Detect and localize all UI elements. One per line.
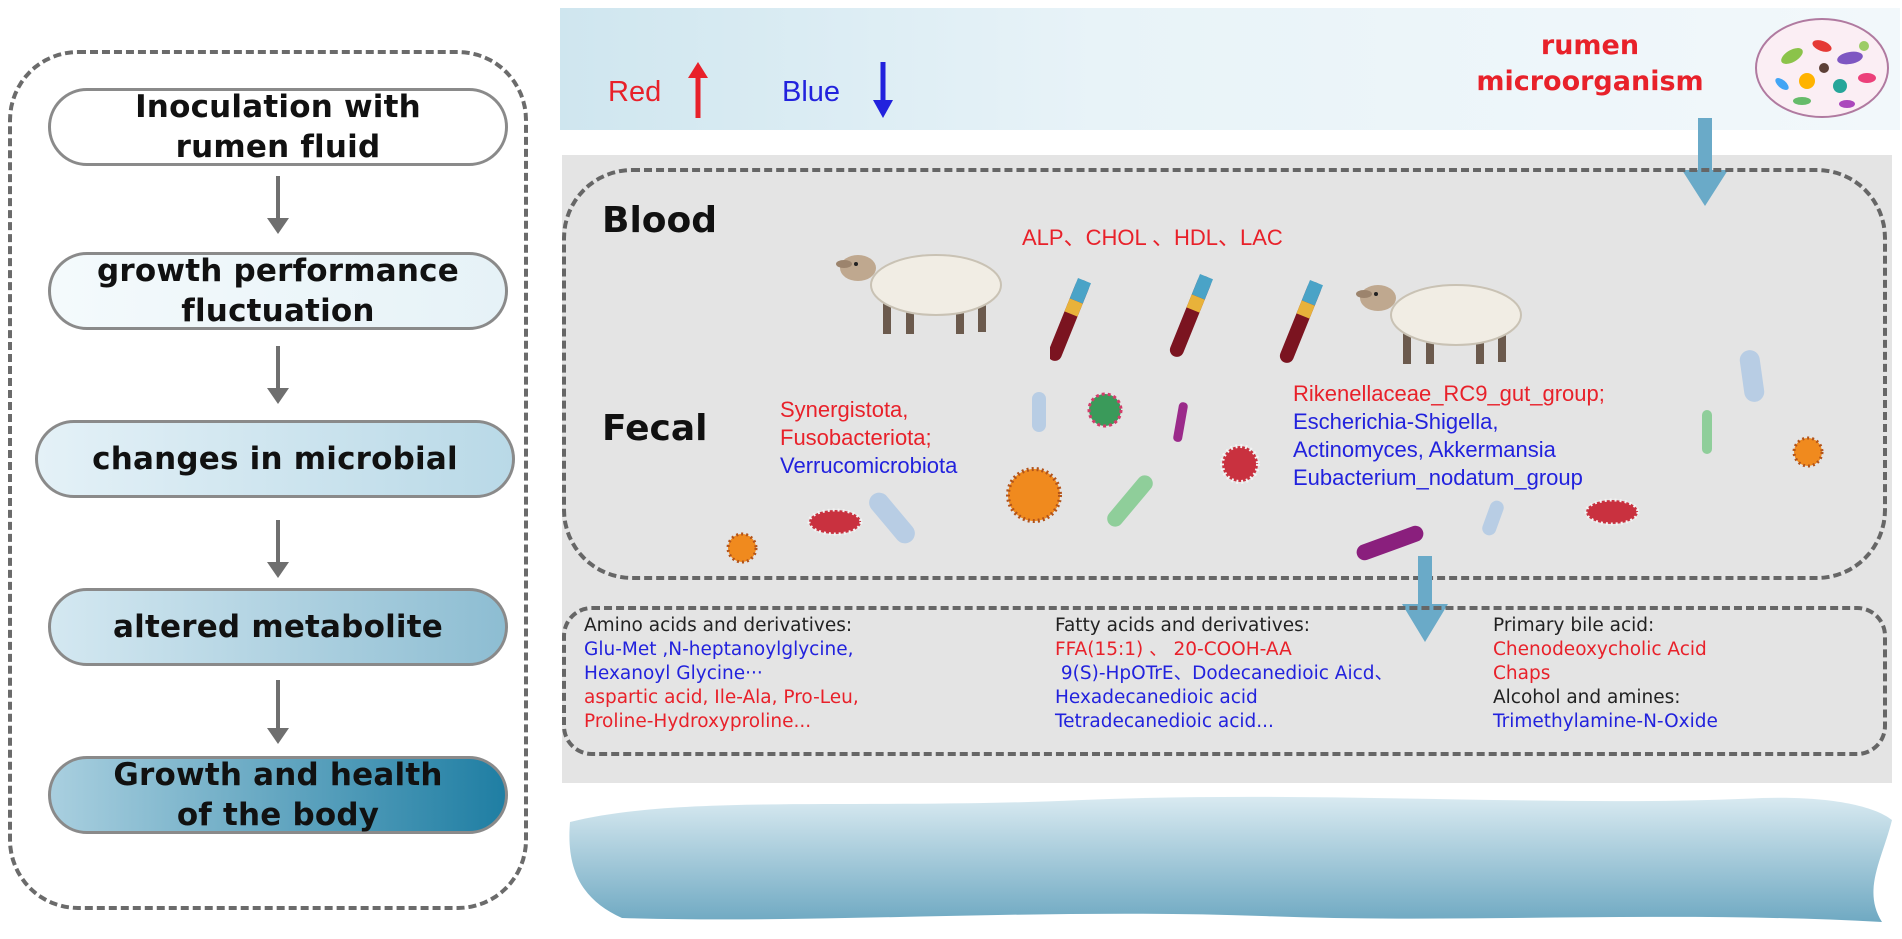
metabolites-amino: Amino acids and derivatives: Glu-Met ,N-… [584,614,1004,734]
brush-stroke-decoration [569,796,1892,922]
step-growth-health-line2: of the body [176,797,380,833]
source-line2: microorganism [1476,66,1704,97]
metabolite-arrow-icon [1402,556,1448,642]
metabolites-bile: Primary bile acid: Chenodeoxycholic Acid… [1493,614,1873,734]
fatty-blue-1: 9(S)-HpOTrE、Dodecanedioic Aicd、 [1055,663,1394,684]
flow-arrow-1 [267,176,289,234]
bacteria-icons [726,350,1824,564]
taxon-rikenellaceae: Rikenellaceae_RC9_gut_group; [1293,381,1605,406]
taxon-synergistota: Synergistota, [780,397,909,422]
step-inoculation-line2: rumen fluid [175,129,381,165]
amino-blue-1: Glu-Met ,N-heptanoylglycine, [584,639,854,660]
bile-red-1: Chenodeoxycholic Acid [1493,639,1707,660]
flow-arrow-3 [267,520,289,578]
bile-red-2: Chaps [1493,663,1551,684]
fatty-blue-3: Tetradecanedioic acid... [1055,711,1274,732]
blood-markers: ALP、CHOL 、HDL、LAC [1022,225,1283,250]
source-line1: rumen [1540,30,1640,61]
amino-red-1: aspartic acid, Ile-Ala, Pro-Leu, [584,687,859,708]
legend-band [560,8,1900,130]
fecal-taxa-right: Rikenellaceae_RC9_gut_group; Escherichia… [1293,380,1605,492]
fatty-red-1: FFA(15:1) 、 20-COOH-AA [1055,639,1292,660]
fecal-taxa-left: Synergistota, Fusobacteriota; Verrucomic… [780,396,957,480]
taxon-fusobacteriota: Fusobacteriota; [780,425,932,450]
flow-arrow-4 [267,680,289,744]
amines-title: Alcohol and amines: [1493,687,1681,708]
step-metabolite-line1: altered metabolite [113,609,443,645]
step-growth-performance-line1: growth performance [97,253,459,289]
taxon-eubacterium: Eubacterium_nodatum_group [1293,465,1583,490]
fatty-title: Fatty acids and derivatives: [1055,615,1310,636]
rumen-microorganism-label: rumen microorganism [1455,28,1725,100]
sheep-icon-right [1356,284,1522,364]
amines-blue-1: Trimethylamine-N-Oxide [1493,711,1718,732]
step-metabolite: altered metabolite [48,588,508,666]
taxon-verrucomicrobiota: Verrucomicrobiota [780,453,958,478]
metabolites-fatty: Fatty acids and derivatives: FFA(15:1) 、… [1055,614,1495,734]
down-arrow-icon [873,62,893,118]
legend-blue-label: Blue [782,76,841,108]
step-microbial: changes in microbial [35,420,515,498]
amino-title: Amino acids and derivatives: [584,615,853,636]
rumen-arrow-icon [1682,118,1728,206]
microorganism-icon [1755,18,1889,118]
flow-frame [8,50,528,910]
metabolites-frame [562,606,1887,756]
step-growth-performance-line2: fluctuation [181,293,375,329]
fecal-title: Fecal [602,408,708,449]
amino-blue-2: Hexanoyl Glycine··· [584,663,763,684]
step-microbial-line1: changes in microbial [92,441,458,477]
bacteria-icon [726,350,1824,564]
taxon-escherichia: Escherichia-Shigella, [1293,409,1499,434]
fatty-blue-2: Hexadecanedioic acid [1055,687,1258,708]
blood-title: Blood [602,200,718,241]
step-growth-health: Growth and health of the body [48,756,508,834]
bile-title: Primary bile acid: [1493,615,1655,636]
test-tubes-icon [1050,274,1323,363]
sheep-icon [836,254,1002,334]
step-growth-health-line1: Growth and health [113,757,443,793]
step-growth-performance: growth performance fluctuation [48,252,508,330]
taxon-actinomyces: Actinomyces, Akkermansia [1293,437,1556,462]
amino-red-2: Proline-Hydroxyproline... [584,711,812,732]
step-inoculation-line1: Inoculation with [135,89,421,125]
up-arrow-icon [688,62,708,118]
legend-red-label: Red [608,76,662,108]
flow-arrow-2 [267,346,289,404]
step-inoculation: Inoculation with rumen fluid [48,88,508,166]
blood-fecal-frame [562,168,1887,580]
